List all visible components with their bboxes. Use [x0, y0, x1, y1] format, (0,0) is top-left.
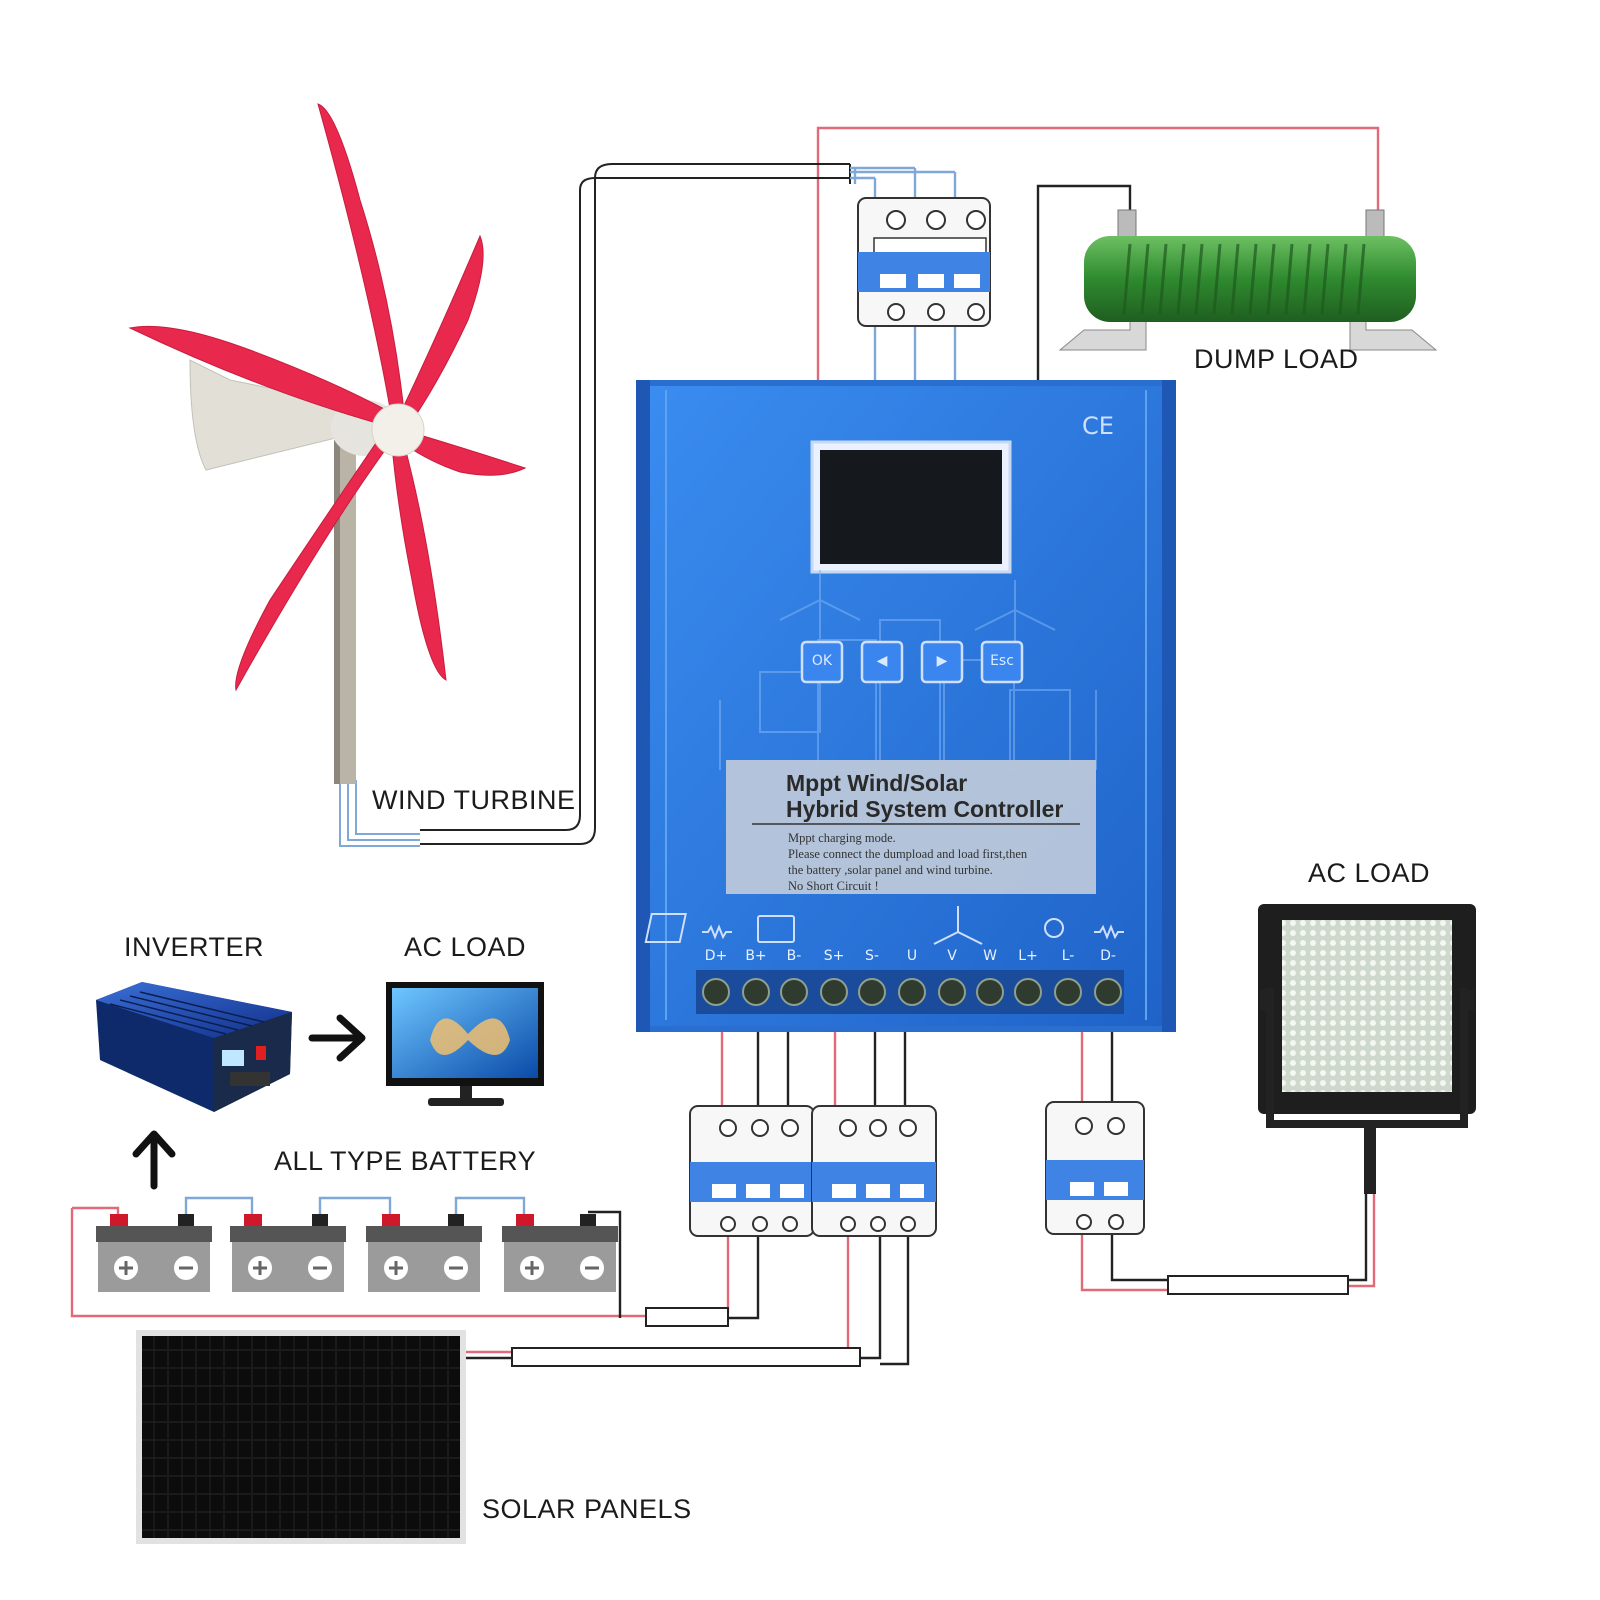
wire-turbine-cable [420, 163, 850, 845]
terminal-label-s-plus: S+ [823, 948, 845, 964]
hybrid-controller [636, 380, 1176, 1032]
load-cable-sleeve [1167, 1275, 1349, 1295]
lamp-icon [1044, 918, 1064, 938]
inverter [96, 982, 292, 1112]
battery-3 [366, 1214, 482, 1292]
load-breaker [1045, 1101, 1145, 1235]
battery-breaker [689, 1105, 815, 1237]
terminal-label-s-minus: S- [865, 948, 879, 964]
controller-title-line1: Mppt Wind/Solar [786, 770, 968, 796]
monitor [386, 982, 544, 1106]
solar-cable-sleeve [511, 1347, 861, 1367]
turbine-tail-fin [189, 359, 379, 471]
wire-dump-negative [1036, 184, 1132, 380]
battery-1 [96, 1214, 212, 1292]
controller-note-line1: Mppt charging mode. [788, 831, 896, 845]
ok-button-label: OK [811, 653, 833, 669]
resistor-icon [702, 924, 732, 940]
terminal-label-b-plus: B+ [745, 948, 767, 964]
terminal-label-l-plus: L+ [1018, 948, 1038, 964]
wire-dump-positive [816, 126, 1380, 380]
arrow-up-icon [132, 1130, 176, 1190]
esc-button-label: Esc [990, 653, 1014, 669]
ac-load-left-label: AC LOAD [404, 932, 527, 962]
solar-panel [136, 1330, 466, 1544]
terminal-label-d-plus: D+ [704, 948, 728, 964]
dump-load-resistor [1058, 209, 1438, 351]
right-button[interactable] [920, 640, 964, 684]
inverter-label: INVERTER [124, 932, 265, 962]
left-button[interactable] [860, 640, 904, 684]
solar-breaker [811, 1105, 937, 1237]
controller-info-panel [726, 760, 1096, 894]
terminal-label-d-minus: D- [1100, 948, 1116, 964]
controller-note-line4: No Short Circuit ! [788, 879, 879, 893]
controller-note-line3: the battery ,solar panel and wind turbin… [788, 863, 993, 877]
terminal-label-b-minus: B- [786, 948, 802, 964]
battery-icon [757, 915, 795, 943]
turbine-hub [371, 403, 425, 457]
battery-bank [96, 1214, 618, 1292]
wiring [70, 126, 1380, 1366]
ac-load-right-label: AC LOAD [1308, 858, 1431, 888]
terminal-screws [702, 978, 1122, 1006]
terminal-label-u: U [906, 948, 918, 964]
wind-turbine-label: WIND TURBINE [372, 785, 576, 815]
wind-turbine-illustration [128, 103, 527, 784]
dump-load-label: DUMP LOAD [1194, 344, 1359, 374]
controller-title-line2: Hybrid System Controller [786, 796, 1064, 822]
battery-4 [502, 1214, 618, 1292]
ok-button[interactable] [800, 640, 844, 684]
solar-panels-label: SOLAR PANELS [482, 1494, 692, 1524]
resistor-icon-right [1094, 924, 1124, 940]
terminal-label-l-minus: L- [1061, 948, 1075, 964]
battery-cable-sleeve [645, 1307, 729, 1327]
esc-button[interactable] [980, 640, 1024, 684]
turbine-breaker [857, 197, 991, 327]
arrow-right-icon [308, 1014, 366, 1062]
terminal-label-w: W [983, 948, 997, 964]
controller-buttons [800, 640, 1024, 684]
terminal-icons [644, 906, 1124, 945]
led-flood-light [1258, 904, 1476, 1194]
turbine-blades [128, 103, 527, 692]
controller-notes: Mppt charging mode. Please connect the d… [788, 830, 1027, 894]
battery-2 [230, 1214, 346, 1292]
controller-title: Mppt Wind/Solar Hybrid System Controller [786, 770, 1063, 822]
controller-note-line2: Please connect the dumpload and load fir… [788, 847, 1028, 861]
ce-mark: CE [1082, 412, 1114, 440]
battery-label: ALL TYPE BATTERY [274, 1146, 537, 1176]
solar-panel-icon [644, 913, 687, 943]
right-button-label: ▶ [936, 653, 948, 669]
left-button-label: ◀ [876, 653, 888, 669]
wind-turbine-icon [933, 906, 983, 945]
terminal-label-v: V [947, 948, 957, 964]
